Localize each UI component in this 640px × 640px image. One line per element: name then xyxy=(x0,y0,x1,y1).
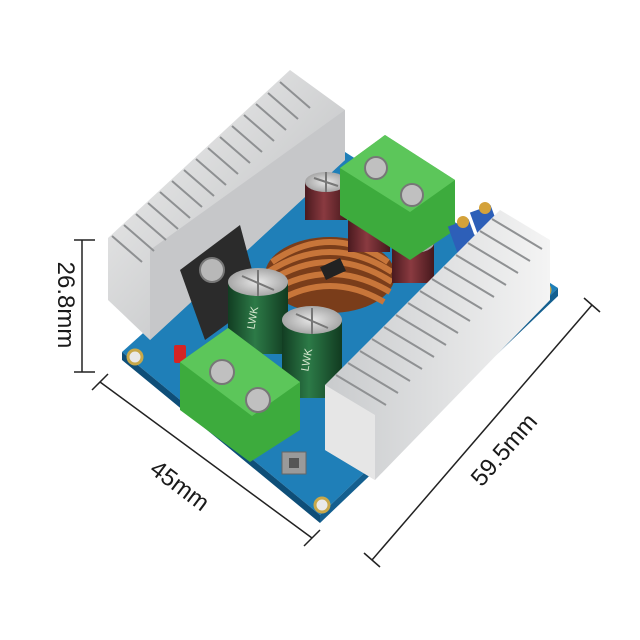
mounting-hole-left xyxy=(126,348,144,366)
dimension-height: 26.8mm xyxy=(52,239,95,373)
red-led xyxy=(174,345,186,363)
width-label: 45mm xyxy=(145,455,215,517)
input-terminal-block xyxy=(180,328,300,462)
capacitor-label: LWK xyxy=(245,305,261,330)
small-switch xyxy=(281,451,307,475)
terminal-screw xyxy=(209,359,235,385)
height-label: 26.8mm xyxy=(52,262,79,349)
terminal-screw xyxy=(400,183,424,207)
capacitor-label: LWK xyxy=(299,347,315,372)
mosfet-screw xyxy=(199,257,225,283)
length-label: 59.5mm xyxy=(466,409,543,492)
output-terminal-block xyxy=(340,135,455,260)
mounting-hole-bottom xyxy=(313,496,331,514)
right-heatsink xyxy=(325,210,550,480)
terminal-screw xyxy=(245,387,271,413)
terminal-screw xyxy=(364,156,388,180)
